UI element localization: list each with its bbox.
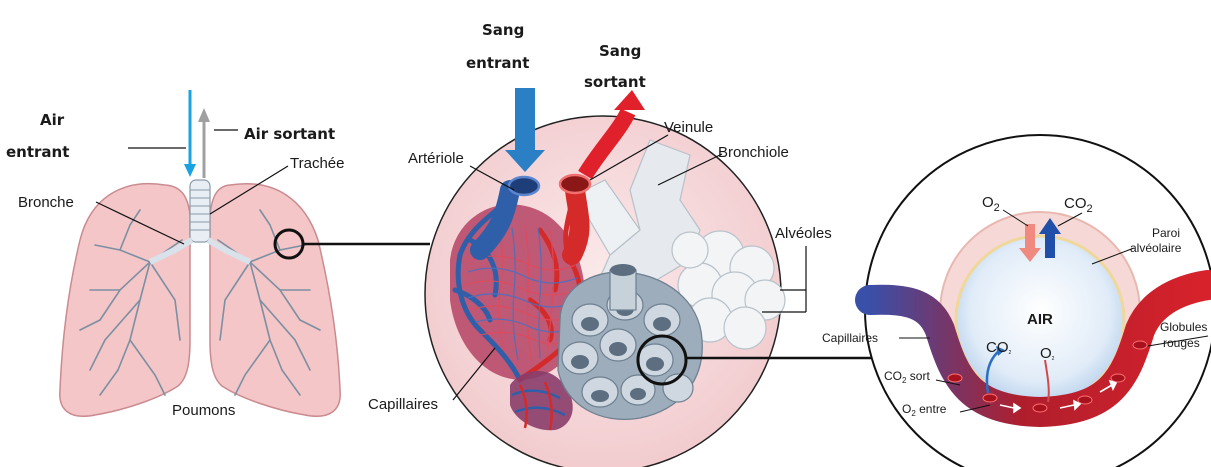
globules-label-2: rouges (1163, 336, 1200, 350)
air-sortant-label: Air sortant (244, 125, 335, 143)
air-entrant-label-2: entrant (6, 143, 69, 161)
arteriole-opening (509, 177, 539, 195)
capillaires-mid-label: Capillaires (368, 396, 438, 413)
venule-opening (560, 175, 590, 193)
alveolus-detail (865, 135, 1211, 467)
sang-sortant-arrowhead (614, 90, 645, 110)
sang-sortant-label-1: Sang (599, 42, 641, 60)
air-inner-label: AIR (1027, 311, 1053, 328)
capillaires-right-label: Capillaires (822, 331, 878, 345)
venule-vessel (572, 190, 580, 255)
sang-entrant-label-1: Sang (482, 21, 524, 39)
air-out-arrowhead (198, 108, 210, 122)
co2-inner-label: CO2 (986, 339, 1012, 356)
co2-sort-label: CO2 sort (884, 369, 930, 385)
bronchiole-label: Bronchiole (718, 144, 789, 161)
arteriole-label: Artériole (408, 150, 464, 167)
veinule-label: Veinule (664, 119, 713, 136)
paroi-label-2: alvéolaire (1130, 241, 1182, 255)
sang-entrant-label-2: entrant (466, 54, 529, 72)
o2-entre-label: O2 entre (902, 402, 947, 418)
alveoli-zoom (425, 116, 785, 467)
bronche-label: Bronche (18, 194, 74, 211)
air-in-arrowhead (184, 164, 196, 177)
lungs-illustration (60, 180, 340, 416)
left-lung (60, 184, 190, 417)
paroi-label-1: Paroi (1152, 226, 1180, 240)
alveoles-label: Alvéoles (775, 225, 832, 242)
right-lung (210, 184, 340, 417)
trachee-label: Trachée (290, 155, 344, 172)
air-arrows (184, 90, 210, 178)
poumons-label: Poumons (172, 402, 235, 419)
air-entrant-label-1: Air (40, 111, 65, 129)
globules-label-1: Globules (1160, 320, 1207, 334)
sang-sortant-label-2: sortant (584, 73, 646, 91)
